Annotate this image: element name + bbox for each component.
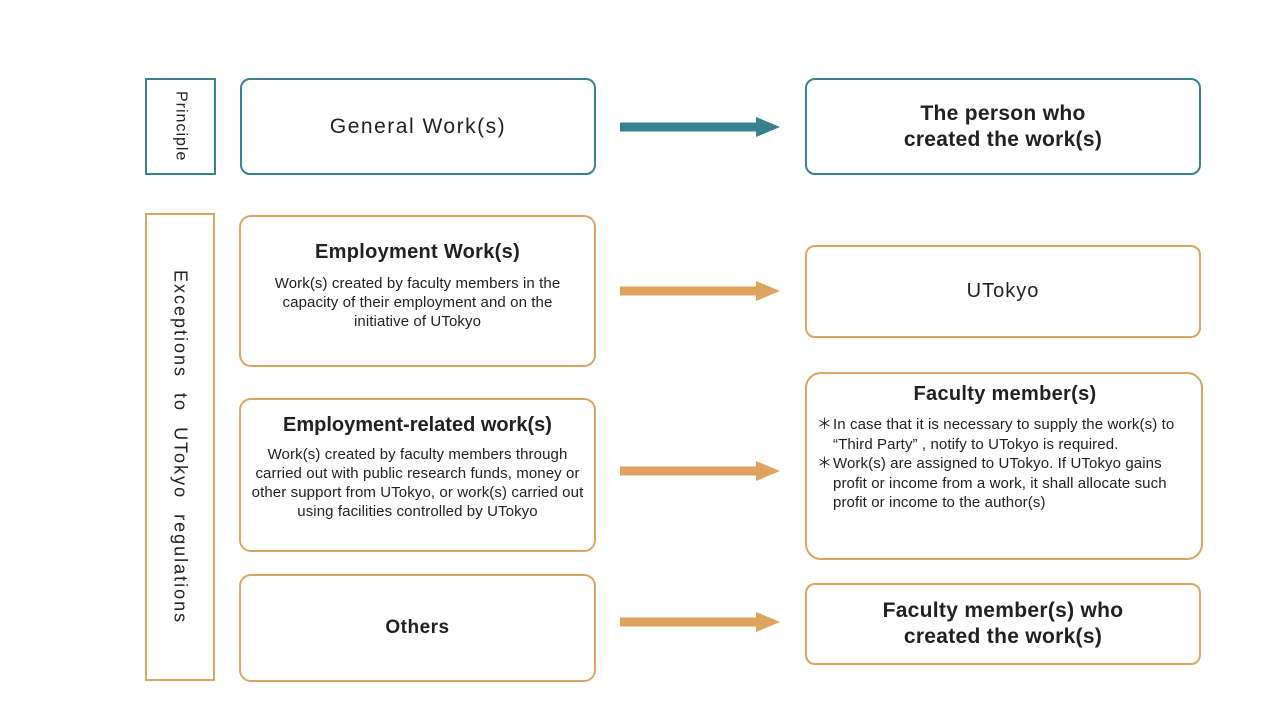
utokyo-title: UTokyo: [966, 280, 1040, 302]
faculty-created-line2: created the work(s): [903, 625, 1103, 648]
employment-works-box: Employment Work(s) Work(s) created by fa…: [239, 215, 596, 367]
arrow-head: [756, 117, 780, 137]
note-third-party-text: In case that it is necessary to supply t…: [833, 416, 1175, 453]
employment-related-description: Work(s) created by faculty members throu…: [251, 446, 584, 520]
faculty-members-notes: ＊ In case that it is necessary to supply…: [817, 415, 1193, 513]
arrow-shaft: [620, 466, 756, 476]
others-box: Others: [239, 574, 596, 682]
person-created-line2: created the work(s): [903, 127, 1103, 151]
exceptions-section-label: Exceptions to UTokyo regulations: [145, 213, 215, 681]
employment-related-title: Employment-related work(s): [283, 414, 552, 436]
note-third-party: ＊ In case that it is necessary to supply…: [817, 415, 1193, 454]
faculty-created-box: Faculty member(s) who created the work(s…: [805, 583, 1201, 665]
principle-label-text: Principle: [172, 91, 190, 162]
arrow-employment-to-utokyo: [620, 281, 780, 301]
faculty-created-title: Faculty member(s) who created the work(s…: [883, 598, 1124, 650]
faculty-members-box: Faculty member(s) ＊ In case that it is n…: [805, 372, 1203, 560]
person-created-box: The person who created the work(s): [805, 78, 1201, 175]
faculty-members-title: Faculty member(s): [913, 383, 1097, 405]
arrow-head: [756, 612, 780, 632]
asterisk-bullet: ＊: [817, 455, 833, 472]
person-created-line1: The person who: [920, 101, 1086, 125]
arrow-shaft: [620, 617, 756, 627]
asterisk-bullet: ＊: [817, 416, 833, 433]
general-works-title: General Work(s): [329, 114, 507, 138]
arrow-related-to-faculty: [620, 461, 780, 481]
faculty-created-line1: Faculty member(s) who: [882, 599, 1124, 622]
arrow-head: [756, 281, 780, 301]
arrow-shaft: [620, 122, 756, 132]
arrow-shaft: [620, 286, 756, 296]
person-created-title: The person who created the work(s): [904, 101, 1102, 153]
utokyo-box: UTokyo: [805, 245, 1201, 338]
employment-related-box: Employment-related work(s) Work(s) creat…: [239, 398, 596, 552]
exceptions-label-text: Exceptions to UTokyo regulations: [170, 269, 191, 625]
employment-works-description: Work(s) created by faculty members in th…: [274, 275, 561, 330]
note-assignment-text: Work(s) are assigned to UTokyo. If UToky…: [833, 455, 1167, 511]
others-title: Others: [385, 617, 450, 638]
employment-works-title: Employment Work(s): [314, 241, 521, 263]
arrow-head: [756, 461, 780, 481]
principle-section-label: Principle: [145, 78, 216, 175]
arrow-others-to-creator: [620, 612, 780, 632]
general-works-box: General Work(s): [240, 78, 596, 175]
note-assignment: ＊ Work(s) are assigned to UTokyo. If UTo…: [817, 454, 1193, 513]
arrow-general-to-person: [620, 117, 780, 137]
